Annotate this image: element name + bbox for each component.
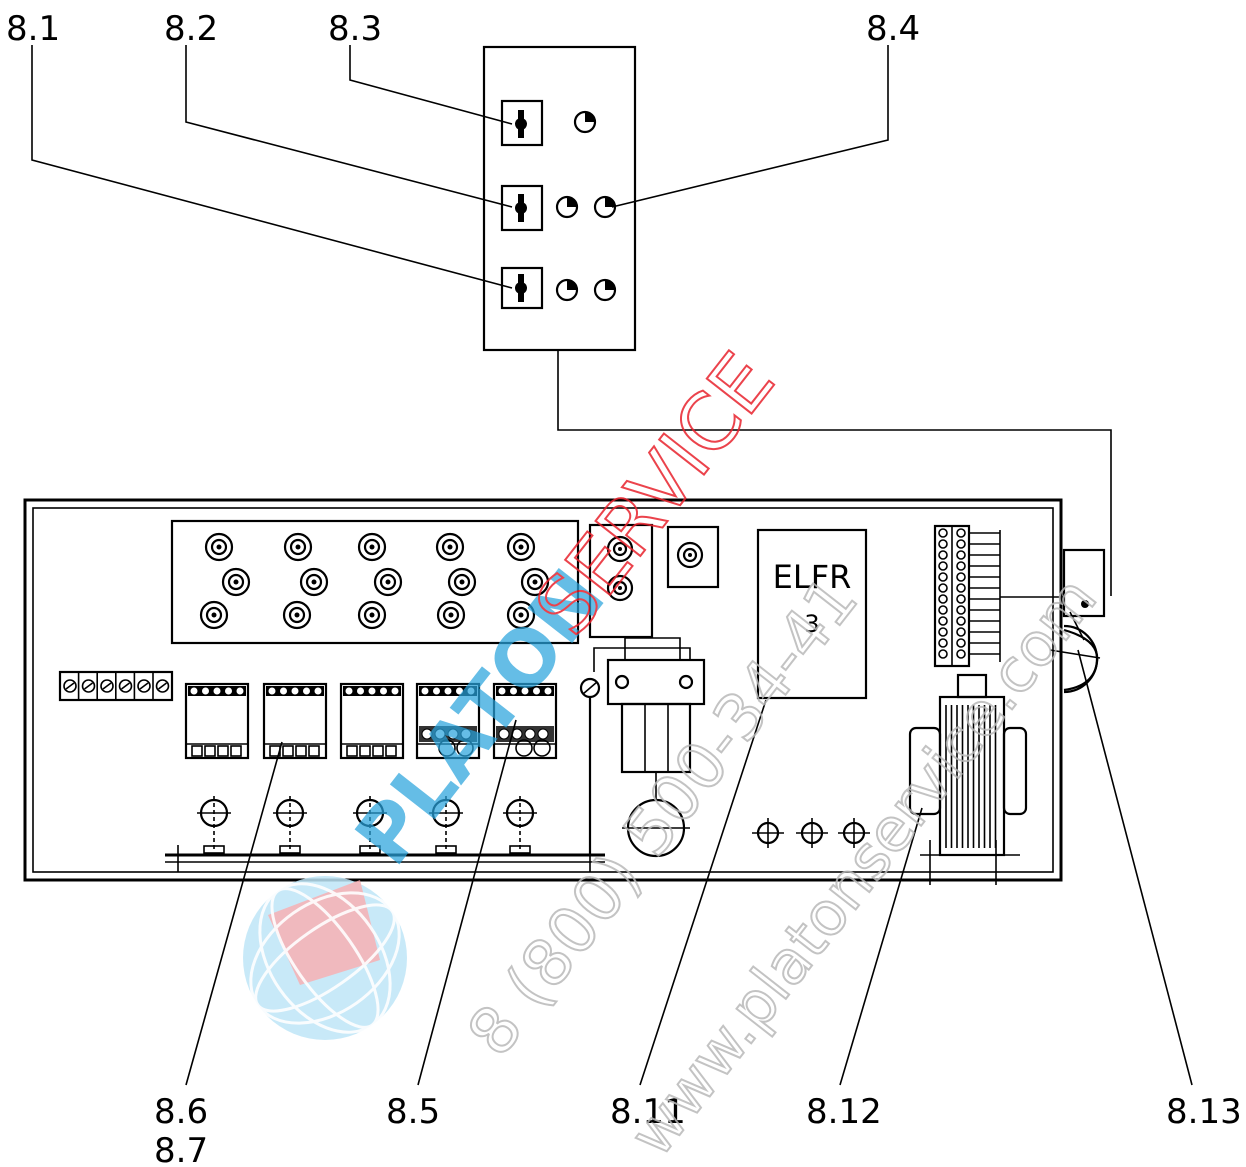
label-8-6: 8.6 [154, 1092, 208, 1132]
relay [262, 682, 328, 760]
transformer [908, 673, 1028, 885]
relay [339, 682, 405, 760]
label-8-11: 8.11 [610, 1092, 686, 1132]
relay [415, 682, 481, 760]
round-terminals [199, 532, 550, 630]
elfr-name: ELFR [773, 558, 852, 596]
signal-lamp [1000, 548, 1106, 694]
round-terminal [199, 600, 229, 630]
round-terminal [436, 600, 466, 630]
mounting-rail [165, 845, 605, 872]
fuse-block [593, 637, 706, 858]
mount-screw [429, 796, 463, 854]
round-terminal [506, 532, 536, 562]
watermark: PLATON SERVICE 8 (800) 500-34-41 www.pla… [243, 336, 1112, 1167]
control-box [482, 45, 637, 352]
label-8-7: 8.7 [154, 1131, 208, 1167]
terminal-strip-left [58, 670, 174, 702]
mount-screw [273, 796, 307, 854]
terminal-box-b [666, 525, 720, 589]
watermark-brand-right: SERVICE [519, 337, 792, 652]
switch-8-3 [500, 99, 544, 147]
relay [184, 682, 250, 760]
bottom-screws [197, 796, 537, 854]
label-8-3: 8.3 [328, 9, 382, 49]
label-8-13: 8.13 [1166, 1092, 1242, 1132]
cable [557, 350, 1112, 596]
switch-8-2 [500, 184, 544, 232]
leader-lines-bottom [185, 649, 1193, 1086]
round-terminal [221, 567, 251, 597]
round-terminal [299, 567, 329, 597]
round-terminal [373, 567, 403, 597]
label-8-5: 8.5 [386, 1092, 440, 1132]
globe-logo [243, 876, 407, 1040]
round-terminal [357, 600, 387, 630]
round-terminal [357, 532, 387, 562]
round-terminal [447, 567, 477, 597]
terminal-box-a [588, 523, 654, 639]
switch-8-1 [500, 266, 544, 310]
terminal-panel [170, 519, 580, 645]
label-8-2: 8.2 [164, 9, 218, 49]
main-cabinet [23, 498, 1063, 882]
mount-screw [197, 796, 231, 854]
label-8-4: 8.4 [866, 9, 920, 49]
round-terminal [283, 532, 313, 562]
terminal-strip-right [933, 524, 1001, 668]
round-terminal [520, 567, 550, 597]
label-8-1: 8.1 [6, 9, 60, 49]
leader-lines-top [31, 45, 889, 289]
label-8-12: 8.12 [806, 1092, 882, 1132]
round-terminal [435, 532, 465, 562]
round-terminal [506, 600, 536, 630]
mount-screw [503, 796, 537, 854]
elfr-number: 3 [804, 610, 819, 638]
labels: 8.1 8.2 8.3 8.4 8.6 8.7 8.5 8.11 8.12 8.… [6, 9, 1242, 1167]
round-terminal [282, 600, 312, 630]
mount-screw [353, 796, 387, 854]
rail-screw [579, 677, 601, 855]
elfr-module: ELFR 3 [756, 528, 868, 700]
round-terminal [204, 532, 234, 562]
mount-holes [752, 818, 870, 848]
